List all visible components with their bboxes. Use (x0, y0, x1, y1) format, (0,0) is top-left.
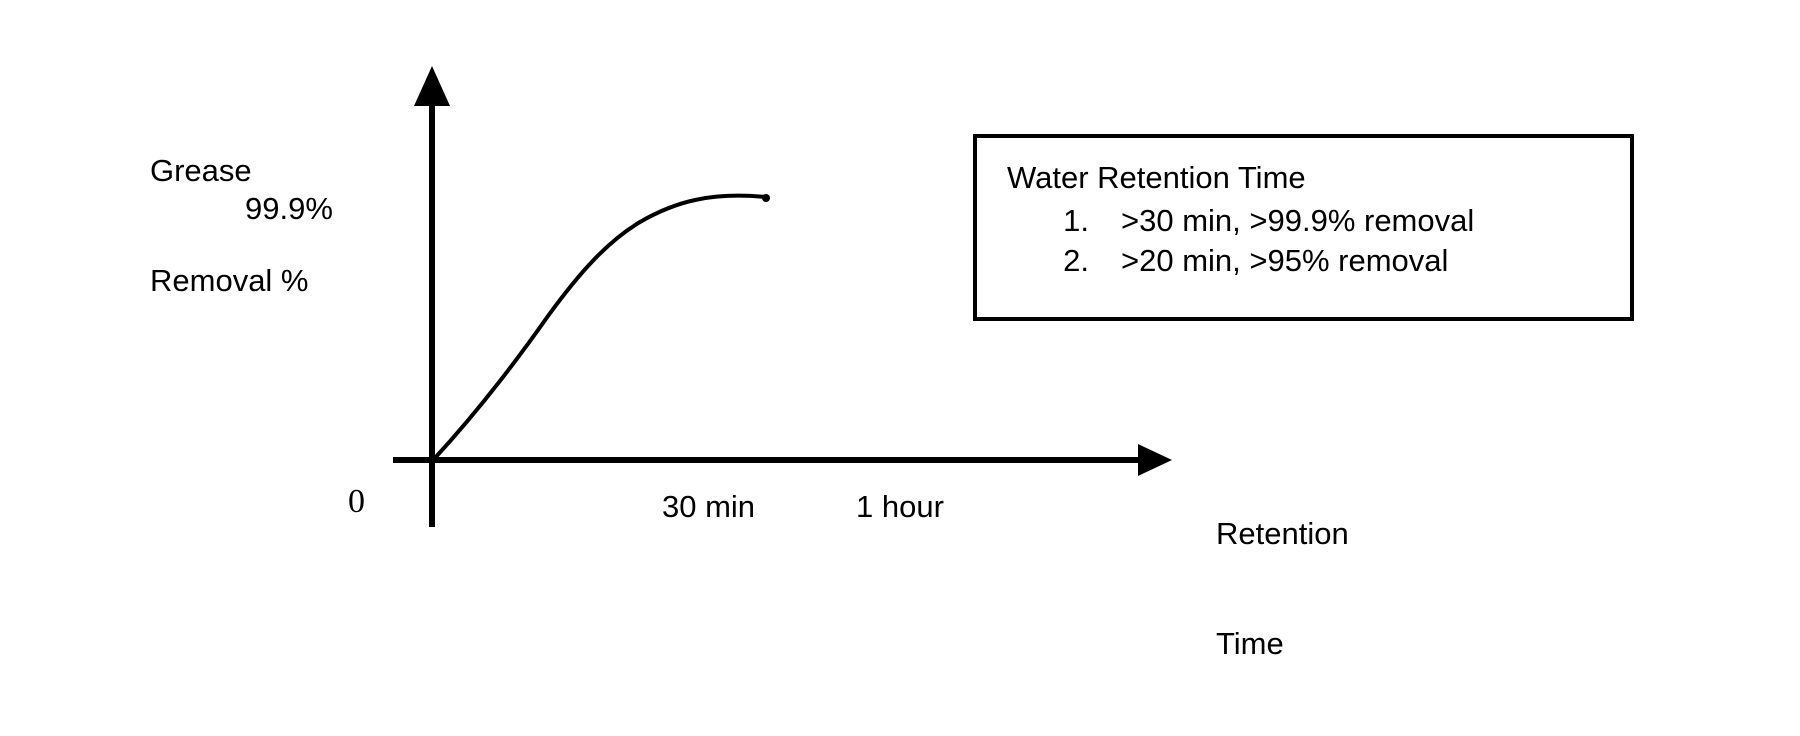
y-axis-title-line1: Grease (150, 153, 252, 189)
x-axis (393, 444, 1172, 476)
note-item-text: >30 min, >99.9% removal (1121, 203, 1475, 238)
data-series-curve (432, 193, 768, 461)
x-axis-origin-label: 0 (348, 483, 365, 520)
x-axis-title-line2: Time (1216, 625, 1284, 661)
note-box-title: Water Retention Time (1007, 160, 1306, 195)
note-item-number: 2. (1063, 242, 1089, 278)
y-axis-title: Grease Removal % (150, 80, 309, 373)
x-axis-title: Retention Time (1216, 443, 1349, 736)
plot-area (393, 66, 1172, 527)
x-axis-tick-label-30min: 30 min (662, 489, 756, 524)
figure-canvas: Grease Removal % 99.9% 0 30 min 1 hour R… (150, 66, 1634, 661)
note-box-list: 1. >30 min, >99.9% removal 2. >20 min, >… (1007, 201, 1474, 280)
x-axis-title-line1: Retention (1216, 516, 1349, 552)
note-item-text: >20 min, >95% removal (1121, 242, 1449, 278)
y-axis-tick-label-999: 99.9% (245, 191, 333, 226)
note-item-number: 1. (1063, 203, 1089, 238)
y-axis (414, 66, 450, 527)
note-box-list-item: 2. >20 min, >95% removal (1007, 241, 1474, 281)
note-box: Water Retention Time 1. >30 min, >99.9% … (973, 134, 1634, 321)
y-axis-title-line2: Removal % (150, 262, 309, 298)
note-box-list-item: 1. >30 min, >99.9% removal (1007, 201, 1474, 241)
data-endpoint-marker (762, 194, 770, 202)
x-axis-tick-label-1hour: 1 hour (856, 489, 944, 524)
